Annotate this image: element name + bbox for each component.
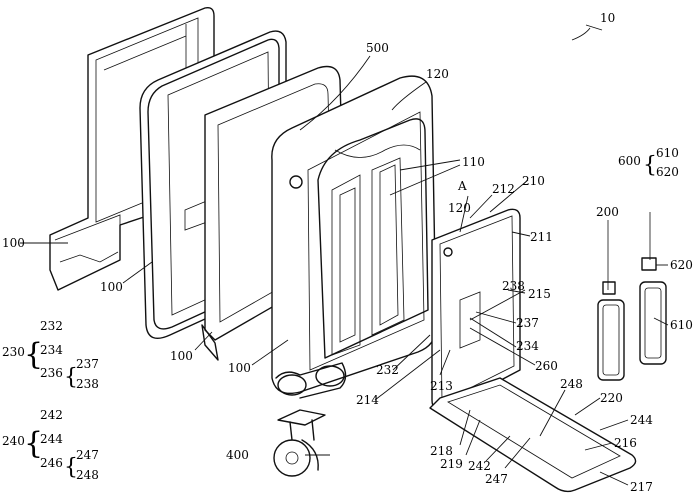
label-213: 213 bbox=[430, 379, 453, 393]
group-230-sub-237: 237 bbox=[76, 357, 99, 371]
main-shell bbox=[271, 75, 437, 399]
group-240: 240 { 242 244 246 { 247 248 bbox=[2, 408, 99, 482]
label-242: 242 bbox=[468, 459, 491, 473]
group-230-sub-238: 238 bbox=[76, 377, 99, 391]
label-232: 232 bbox=[376, 363, 399, 377]
group-230: 230 { 232 234 236 { 237 238 bbox=[2, 319, 99, 391]
label-210: 210 bbox=[522, 174, 545, 188]
label-215: 215 bbox=[528, 287, 551, 301]
group-240-parent: 240 bbox=[2, 434, 25, 448]
group-600-child-610: 610 bbox=[656, 146, 679, 160]
svg-text:{: { bbox=[64, 365, 78, 390]
group-230-child-236: 236 bbox=[40, 366, 63, 380]
label-260: 260 bbox=[535, 359, 558, 373]
label-212: 212 bbox=[492, 182, 515, 196]
label-247: 247 bbox=[485, 472, 508, 486]
group-230-child-234: 234 bbox=[40, 343, 63, 357]
label-218: 218 bbox=[430, 444, 453, 458]
label-237: 237 bbox=[516, 316, 539, 330]
label-238: 238 bbox=[502, 279, 525, 293]
label-500: 500 bbox=[366, 41, 389, 55]
label-100-b: 100 bbox=[100, 280, 123, 294]
label-620: 620 bbox=[670, 258, 693, 272]
label-211: 211 bbox=[530, 230, 553, 244]
group-600: 600 { 610 620 bbox=[618, 146, 679, 179]
label-234: 234 bbox=[516, 339, 539, 353]
label-220: 220 bbox=[600, 391, 623, 405]
group-240-child-242: 242 bbox=[40, 408, 63, 422]
caster-wheel bbox=[273, 409, 326, 477]
label-214: 214 bbox=[356, 393, 379, 407]
label-244: 244 bbox=[630, 413, 653, 427]
svg-text:{: { bbox=[24, 426, 43, 461]
svg-text:{: { bbox=[64, 455, 78, 480]
battery-left bbox=[597, 220, 625, 381]
label-A: A bbox=[457, 179, 467, 193]
label-100-d: 100 bbox=[228, 361, 251, 375]
label-100-a: 100 bbox=[2, 236, 25, 250]
label-200: 200 bbox=[596, 205, 619, 219]
group-600-child-620: 620 bbox=[656, 165, 679, 179]
group-240-sub-247: 247 bbox=[76, 448, 99, 462]
label-610: 610 bbox=[670, 318, 693, 332]
label-217: 217 bbox=[630, 480, 653, 494]
leader-lines bbox=[20, 24, 669, 486]
label-120-case: 120 bbox=[448, 201, 471, 215]
group-600-parent: 600 bbox=[618, 154, 641, 168]
label-219: 219 bbox=[440, 457, 463, 471]
svg-text:{: { bbox=[24, 337, 43, 372]
label-120-top: 120 bbox=[426, 67, 449, 81]
svg-text:{: { bbox=[643, 153, 657, 178]
group-240-child-244: 244 bbox=[40, 432, 63, 446]
group-240-child-246: 246 bbox=[40, 456, 63, 470]
group-240-sub-248: 248 bbox=[76, 468, 99, 482]
label-10: 10 bbox=[600, 11, 615, 25]
label-216: 216 bbox=[614, 436, 637, 450]
suitcase-body bbox=[431, 208, 521, 411]
label-248: 248 bbox=[560, 377, 583, 391]
battery-right bbox=[639, 212, 667, 365]
group-230-child-232: 232 bbox=[40, 319, 63, 333]
label-400: 400 bbox=[226, 448, 249, 462]
suitcase-lid bbox=[429, 377, 637, 493]
group-230-parent: 230 bbox=[2, 345, 25, 359]
label-100-c: 100 bbox=[170, 349, 193, 363]
callout-labels: 10 500 120 110 A 100 100 100 100 212 210… bbox=[2, 11, 693, 494]
label-110: 110 bbox=[462, 155, 485, 169]
